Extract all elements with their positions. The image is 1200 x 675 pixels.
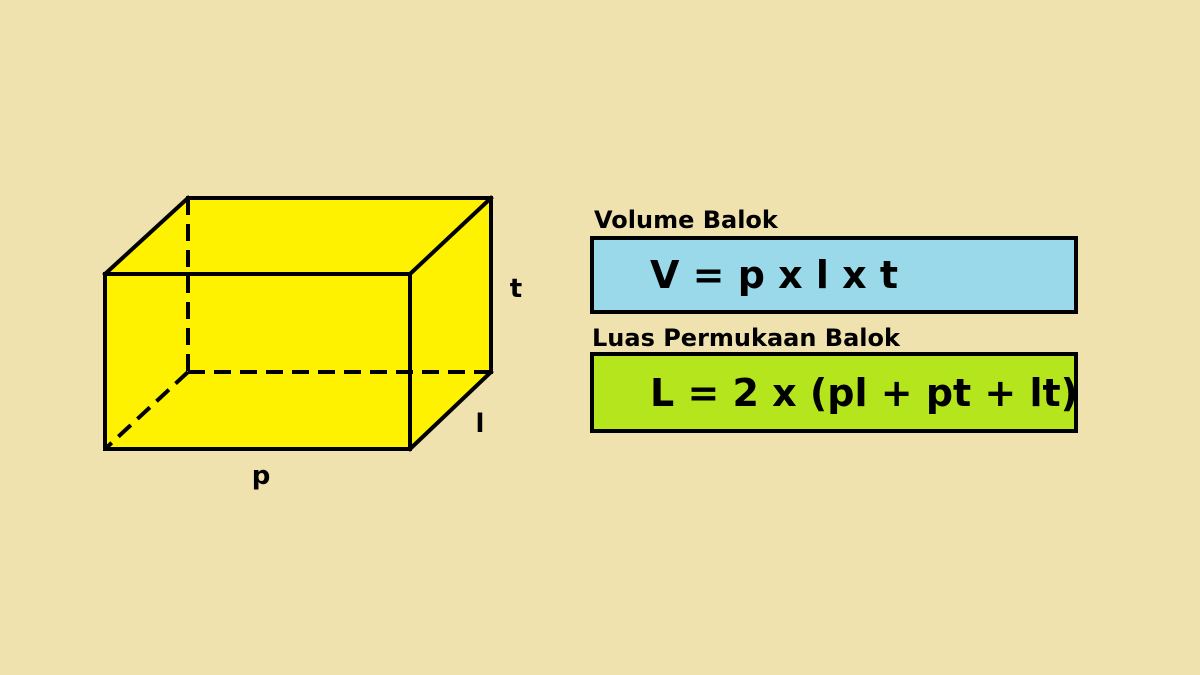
width-label: l [476,409,485,439]
surface-area-formula-box: L = 2 x (pl + pt + lt) [590,352,1078,433]
volume-formula: V = p x l x t [650,253,899,297]
hidden-edges [103,198,491,451]
cuboid-front-face [105,274,410,449]
length-label: p [252,461,271,491]
volume-title: Volume Balok [594,206,778,234]
edge-top-right-depth [407,195,494,277]
hidden-edge-depth [103,370,190,451]
volume-formula-box: V = p x l x t [590,236,1078,314]
visible-edges [102,195,494,452]
cuboid-right-face [410,198,491,449]
surface-area-formula: L = 2 x (pl + pt + lt) [650,370,1079,415]
edge-bottom-right-depth [407,369,494,452]
front-face-outline [103,272,412,451]
height-label: t [510,274,522,304]
cuboid-top-face [105,198,491,274]
surface-area-title: Luas Permukaan Balok [592,324,900,352]
edge-top-left-depth [102,195,191,277]
